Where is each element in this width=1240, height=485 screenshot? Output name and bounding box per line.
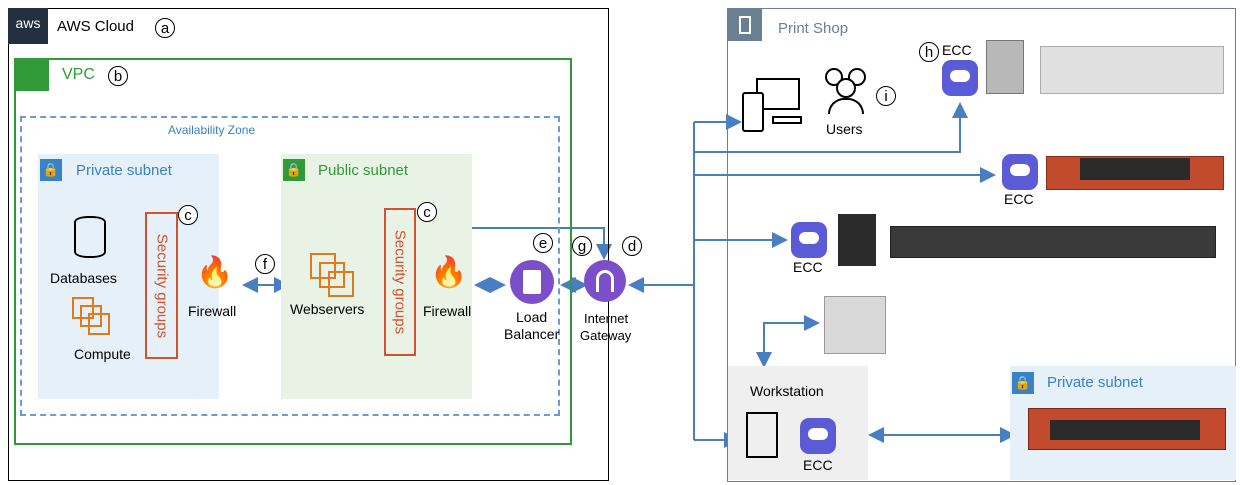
ecc-workstation-icon <box>800 418 836 454</box>
vpc-icon <box>15 59 49 91</box>
ecc-workstation-label: ECC <box>803 457 833 473</box>
internet-gateway-icon <box>584 260 626 302</box>
aws-logo-icon: aws <box>8 8 48 44</box>
compute-icon <box>72 297 110 335</box>
print-shop-label: Print Shop <box>778 20 849 37</box>
ecc-top-label: ECC <box>942 42 972 58</box>
marker-i: i <box>876 86 896 106</box>
internet-gateway-label-2: Gateway <box>580 328 632 343</box>
marker-b: b <box>108 66 128 86</box>
marker-c-private: c <box>178 205 198 225</box>
private-subnet-print-shop-lock-icon: 🔒 <box>1012 372 1034 394</box>
aws-cloud-label: AWS Cloud <box>57 18 134 35</box>
private-subnet-print-shop-label: Private subnet <box>1047 374 1143 391</box>
marker-e: e <box>533 233 553 253</box>
public-subnet-label: Public subnet <box>318 162 409 179</box>
trunk-to-ecc-top-arrow <box>694 102 968 153</box>
workstation-tower-icon <box>746 412 778 458</box>
workstation-label: Workstation <box>750 383 824 399</box>
ecc-row3-label: ECC <box>793 259 823 275</box>
private-subnet-label: Private subnet <box>76 162 172 179</box>
security-groups-public: Security groups <box>384 208 416 356</box>
desktop-and-phone-icon <box>742 78 802 134</box>
ecc-row2-label: ECC <box>1004 191 1034 207</box>
aws-cloud-boundary <box>8 8 609 481</box>
database-icon <box>74 216 106 258</box>
webservers-icon <box>310 253 354 297</box>
load-balancer-label-1: Load <box>516 309 548 325</box>
users-icon <box>820 66 870 116</box>
marker-f: f <box>255 254 275 274</box>
databases-label: Databases <box>50 270 117 286</box>
marker-h: h <box>919 42 939 62</box>
firewall-label-private: Firewall <box>188 303 237 319</box>
firewall-icon-private: 🔥 <box>196 256 234 289</box>
private-subnet-aws <box>38 154 219 399</box>
vpc-label: VPC <box>62 66 95 83</box>
security-groups-private: Security groups <box>145 212 178 359</box>
ecc-row2-icon <box>1002 154 1038 190</box>
vpc-boundary <box>14 58 572 445</box>
public-subnet <box>281 154 472 399</box>
inline-press-image <box>890 226 1216 258</box>
marker-g: g <box>572 236 592 256</box>
marker-a: a <box>155 18 175 38</box>
users-label: Users <box>826 121 863 137</box>
internet-gateway-label-1: Internet <box>584 311 629 326</box>
ecc-row3-icon <box>791 222 827 258</box>
firewall-label-public: Firewall <box>423 303 472 319</box>
marker-c-public: c <box>417 202 437 222</box>
kiosk-printer-image <box>986 40 1024 94</box>
public-subnet-lock-icon: 🔒 <box>283 159 305 181</box>
office-printer-image <box>824 296 886 354</box>
availability-zone-boundary <box>20 116 560 416</box>
workstation-to-printer-arrow <box>756 315 820 368</box>
private-subnet-lock-icon: 🔒 <box>40 159 62 181</box>
firewall-icon-public: 🔥 <box>430 256 468 289</box>
production-press-image <box>1040 46 1224 94</box>
availability-zone-label: Availability Zone <box>168 123 256 137</box>
workstation-area <box>728 366 868 480</box>
load-balancer-label-2: Balancer <box>504 326 560 342</box>
building-icon <box>728 9 762 41</box>
webservers-label: Webservers <box>290 301 365 317</box>
print-shop-boundary <box>727 8 1236 482</box>
server-cabinet-image <box>838 214 876 266</box>
marker-d: d <box>622 236 642 256</box>
compute-label: Compute <box>74 346 131 362</box>
ecc-top-icon <box>942 60 978 96</box>
